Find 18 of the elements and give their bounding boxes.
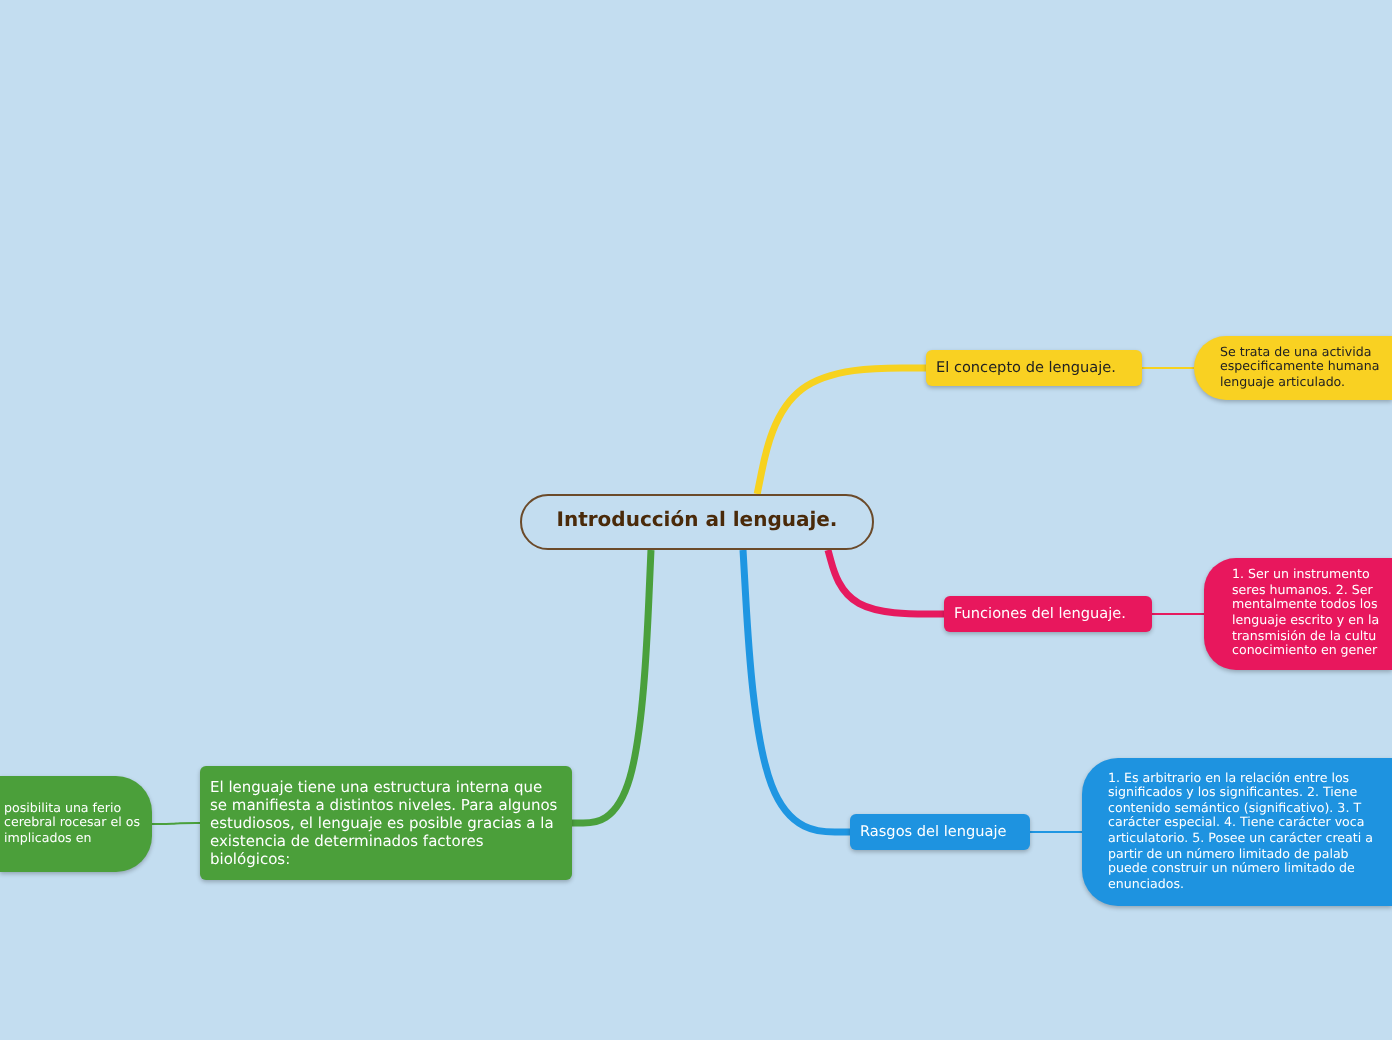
detail-box — [1194, 336, 1392, 400]
subtopic-box — [850, 814, 1030, 850]
connector-line — [739, 549, 850, 836]
connector-line — [572, 549, 655, 827]
connector-line — [1141, 367, 1195, 369]
detail-box — [1204, 558, 1392, 670]
connector-line — [753, 364, 926, 495]
connector-line — [824, 549, 944, 618]
connector-line — [1151, 613, 1205, 615]
detail-box — [1082, 758, 1392, 906]
detail-box — [0, 776, 152, 872]
node-label: Introducción al lenguaje. — [556, 510, 838, 534]
subtopic-box — [926, 350, 1142, 386]
topic-node — [520, 494, 874, 550]
subtopic-box — [944, 596, 1152, 632]
connector-line — [1029, 831, 1083, 833]
connector-line — [151, 822, 201, 825]
subtopic-box — [200, 766, 572, 880]
